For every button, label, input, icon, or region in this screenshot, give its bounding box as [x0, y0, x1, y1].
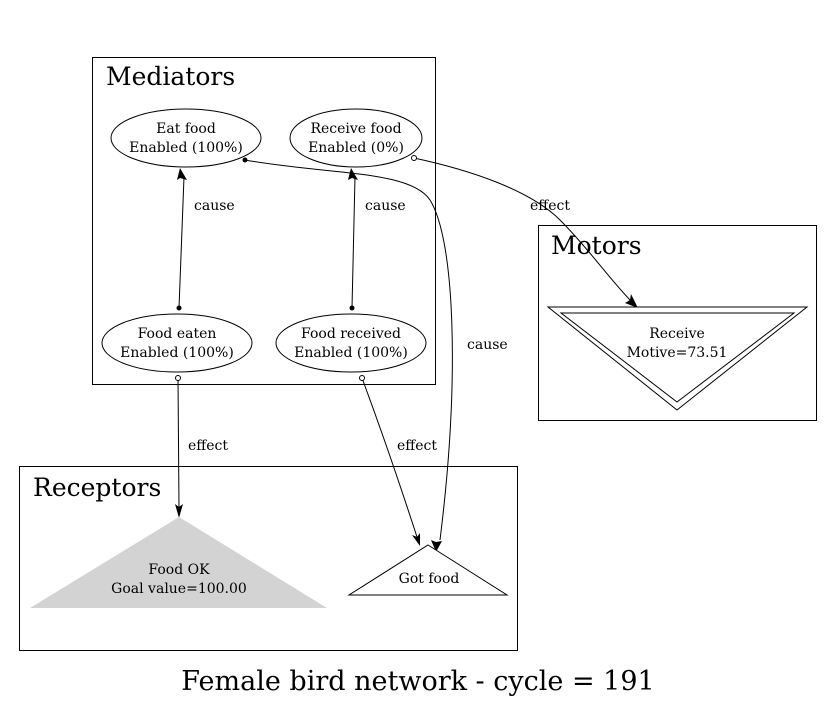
node-food-received-status: Enabled (100%)	[294, 345, 408, 361]
node-food-received: Food received Enabled (100%)	[275, 313, 427, 373]
edge-label-cause-2: cause	[365, 198, 406, 214]
node-food-received-ellipse	[275, 313, 427, 373]
node-food-eaten-status: Enabled (100%)	[120, 345, 234, 361]
node-food-ok-triangle	[30, 517, 327, 608]
node-receive-title: Receive	[649, 326, 705, 342]
diagram-caption: Female bird network - cycle = 191	[181, 666, 654, 697]
node-receive-food: Receive food Enabled (0%)	[289, 108, 423, 168]
edge-receive-food-to-food-received: cause	[348, 168, 406, 311]
node-receive-food-ellipse	[289, 108, 423, 168]
arrow-head	[412, 533, 420, 546]
node-got-food-triangle	[347, 544, 509, 596]
mediators-box	[92, 57, 436, 385]
arrow-head	[175, 504, 183, 518]
motors-box	[538, 225, 817, 421]
node-got-food-title: Got food	[399, 571, 460, 587]
receptors-cluster: Receptors	[19, 466, 518, 651]
arrow-head	[625, 294, 638, 308]
node-eat-food-title: Eat food	[156, 121, 216, 137]
receptors-box	[19, 466, 518, 651]
node-food-ok: Food OK Goal value=100.00	[30, 517, 327, 608]
edge-eat-food-to-got-food: cause	[242, 157, 508, 552]
arrow-start-marker	[348, 168, 358, 180]
node-receive-food-title: Receive food	[310, 121, 401, 137]
node-receive-food-status: Enabled (0%)	[308, 140, 404, 156]
node-receive: Receive Motive=73.51	[546, 306, 809, 411]
node-receive-inner-triangle	[559, 312, 796, 403]
edge-label-effect-1: effect	[530, 198, 570, 214]
edge-label-cause-3: cause	[467, 337, 508, 353]
node-food-eaten: Food eaten Enabled (100%)	[101, 313, 253, 373]
edge-label-effect-3: effect	[397, 438, 437, 454]
motors-cluster: Motors	[538, 225, 817, 421]
edge-label-effect-2: effect	[188, 438, 228, 454]
mediators-label: Mediators	[106, 62, 235, 91]
node-food-eaten-ellipse	[101, 313, 253, 373]
edge-eat-food-to-food-eaten: cause	[176, 168, 235, 311]
arrow-start-circle	[411, 155, 417, 161]
node-eat-food-status: Enabled (100%)	[129, 140, 243, 156]
node-eat-food-ellipse	[110, 108, 262, 168]
node-receive-motive: Motive=73.51	[627, 345, 728, 361]
arrow-start-circle	[359, 375, 365, 381]
node-food-received-title: Food received	[301, 326, 401, 342]
edge-label-cause-1: cause	[194, 198, 235, 214]
edge-food-received-to-got-food: effect	[359, 375, 437, 546]
arrow-end-dot	[349, 305, 355, 311]
edge-food-eaten-to-food-ok: effect	[175, 375, 228, 518]
receptors-label: Receptors	[33, 473, 161, 502]
node-food-ok-goal: Goal value=100.00	[111, 581, 247, 597]
motors-label: Motors	[551, 231, 642, 260]
arrow-start-marker	[177, 168, 187, 180]
arrow-end-dot	[176, 305, 182, 311]
arrow-start-dot	[242, 157, 248, 163]
node-food-ok-title: Food OK	[148, 562, 210, 578]
node-got-food: Got food	[347, 544, 509, 596]
mediators-cluster: Mediators	[92, 57, 436, 385]
node-food-eaten-title: Food eaten	[138, 326, 217, 342]
edge-receive-food-to-receive: effect	[411, 155, 638, 308]
node-eat-food: Eat food Enabled (100%)	[110, 108, 262, 168]
arrow-head	[431, 540, 442, 552]
arrow-start-circle	[175, 375, 181, 381]
